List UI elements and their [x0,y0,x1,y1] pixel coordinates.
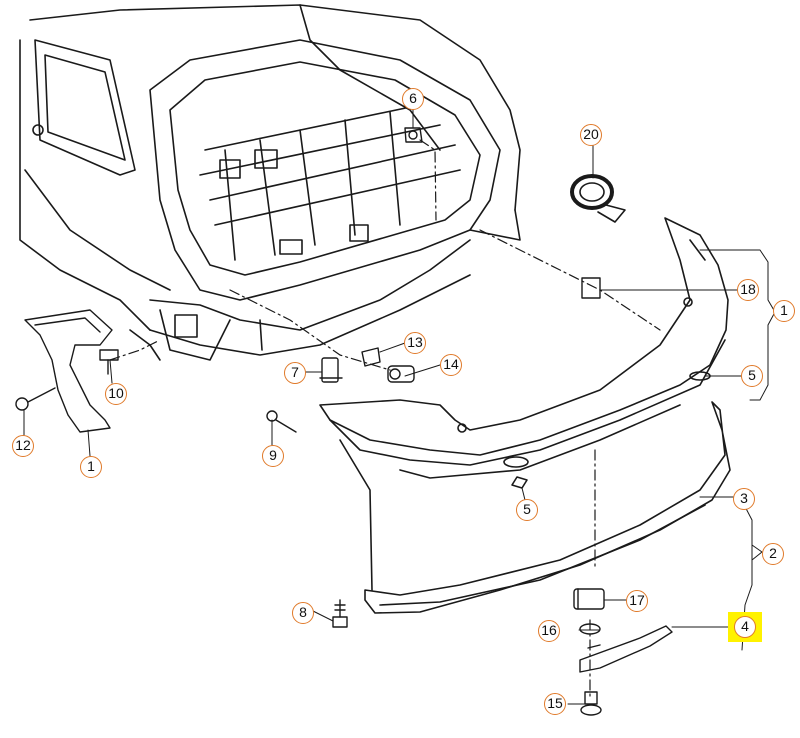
callout-2[interactable]: 2 [762,543,784,565]
callout-8[interactable]: 8 [292,602,314,624]
callout-16[interactable]: 16 [538,620,560,642]
lower-diffuser [364,401,731,614]
callout-leaders [23,106,776,705]
callout-14[interactable]: 14 [440,354,462,376]
left-bracket [24,309,113,433]
callout-5-upper[interactable]: 5 [741,365,763,387]
tape-roll [570,174,626,223]
callout-7[interactable]: 7 [284,362,306,384]
callout-4[interactable]: 4 [734,616,756,638]
callout-9[interactable]: 9 [262,445,284,467]
callout-20[interactable]: 20 [580,124,602,146]
callout-17[interactable]: 17 [626,590,648,612]
callout-13[interactable]: 13 [404,332,426,354]
callout-12[interactable]: 12 [12,435,34,457]
callout-15[interactable]: 15 [544,693,566,715]
callout-3[interactable]: 3 [733,488,755,510]
callout-6[interactable]: 6 [402,88,424,110]
callout-1-bumper[interactable]: 1 [773,300,795,322]
callout-18[interactable]: 18 [737,279,759,301]
bumper-cover [319,217,729,591]
callout-10[interactable]: 10 [105,383,127,405]
fasteners [15,127,673,716]
callout-5-lower[interactable]: 5 [516,499,538,521]
callout-1-bracket[interactable]: 1 [80,456,102,478]
vehicle-rear-body [19,4,521,361]
leader-lines [109,139,661,701]
